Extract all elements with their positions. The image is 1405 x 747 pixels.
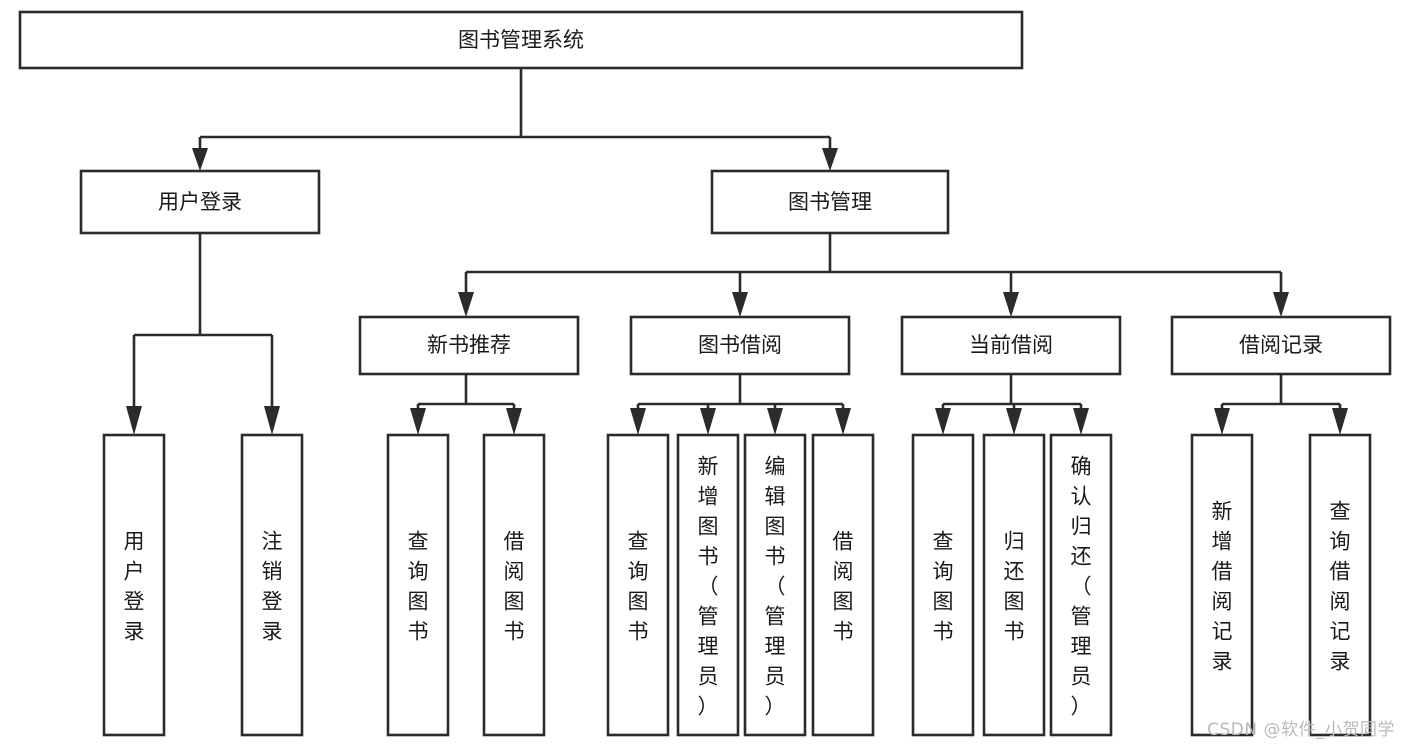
node-leaf-user-login-label: 用户登录 <box>124 529 145 643</box>
node-leaf-bb-edit-box[interactable] <box>743 433 807 737</box>
node-leaf-user-login-box[interactable] <box>102 433 166 737</box>
node-book-mgmt[interactable]: 图书管理 <box>710 169 950 235</box>
arrow-head-leaf-br-add <box>1214 408 1230 435</box>
node-leaf-cb-return[interactable]: 归还图书 <box>982 433 1046 737</box>
node-leaf-cb-confirm[interactable]: 确认归还（管理员） <box>1049 433 1113 737</box>
arrow-head-leaf-user-login <box>126 406 142 435</box>
node-book-mgmt-box[interactable] <box>710 169 950 235</box>
node-leaf-br-add-label: 新增借阅记录 <box>1212 499 1233 673</box>
arrow-head-leaf-cb-query <box>935 408 951 435</box>
arrow-head-user-login <box>192 148 208 171</box>
node-book-borrow-box[interactable] <box>629 315 851 376</box>
node-leaf-cb-query-label: 查询图书 <box>933 529 954 643</box>
node-leaf-br-add[interactable]: 新增借阅记录 <box>1190 433 1254 737</box>
node-user-login-box[interactable] <box>79 169 321 235</box>
node-borrow-record-label: 借阅记录 <box>1239 333 1323 357</box>
node-leaf-nb-borrow[interactable]: 借阅图书 <box>482 433 546 737</box>
node-leaf-br-query[interactable]: 查询借阅记录 <box>1308 433 1372 737</box>
node-leaf-nb-query-box[interactable] <box>386 433 450 737</box>
node-borrow-record-box[interactable] <box>1170 315 1392 376</box>
arrow-head-leaf-logout <box>264 406 280 435</box>
node-new-book-box[interactable] <box>358 315 580 376</box>
node-leaf-bb-query-box[interactable] <box>606 433 670 737</box>
watermark-label: CSDN @软件_小贺同学 <box>1207 720 1395 740</box>
node-current-borrow-label: 当前借阅 <box>969 333 1053 357</box>
node-leaf-bb-edit[interactable]: 编辑图书（管理员） <box>743 433 807 737</box>
node-book-mgmt-label: 图书管理 <box>788 190 872 214</box>
arrow-head-leaf-br-query <box>1332 408 1348 435</box>
node-leaf-cb-confirm-label: 确认归还（管理员） <box>1071 454 1092 718</box>
connector-layer <box>126 68 1348 435</box>
node-leaf-bb-borrow-box[interactable] <box>811 433 875 737</box>
node-new-book[interactable]: 新书推荐 <box>358 315 580 376</box>
node-leaf-bb-add-box[interactable] <box>676 433 740 737</box>
node-leaf-logout-box[interactable] <box>240 433 304 737</box>
node-root[interactable]: 图书管理系统 <box>18 10 1024 70</box>
arrow-head-leaf-nb-query <box>410 408 426 435</box>
node-current-borrow[interactable]: 当前借阅 <box>900 315 1122 376</box>
node-leaf-nb-query-label: 查询图书 <box>408 529 429 643</box>
arrow-head-leaf-cb-confirm <box>1073 408 1089 435</box>
node-leaf-br-add-box[interactable] <box>1190 433 1254 737</box>
node-current-borrow-box[interactable] <box>900 315 1122 376</box>
arrow-head-currentborrow <box>1003 292 1019 317</box>
arrow-head-leaf-bb-borrow <box>835 408 851 435</box>
node-new-book-label: 新书推荐 <box>427 333 511 357</box>
node-borrow-record[interactable]: 借阅记录 <box>1170 315 1392 376</box>
node-root-box[interactable] <box>18 10 1024 70</box>
node-layer: 图书管理系统 用户登录 图书管理 新书推荐 图书借阅 当前 <box>18 10 1392 737</box>
arrow-head-bookborrow <box>732 292 748 317</box>
node-leaf-bb-add-label: 新增图书（管理员） <box>698 454 719 718</box>
node-leaf-br-query-label: 查询借阅记录 <box>1330 499 1351 673</box>
node-leaf-cb-query[interactable]: 查询图书 <box>911 433 975 737</box>
node-user-login[interactable]: 用户登录 <box>79 169 321 235</box>
node-leaf-bb-borrow-label: 借阅图书 <box>833 529 854 643</box>
node-leaf-nb-borrow-box[interactable] <box>482 433 546 737</box>
node-leaf-cb-query-box[interactable] <box>911 433 975 737</box>
node-leaf-bb-query-label: 查询图书 <box>628 529 649 643</box>
arrow-head-newbook <box>458 292 474 317</box>
arrow-head-leaf-nb-borrow <box>506 408 522 435</box>
arrow-head-book-mgmt <box>822 148 838 171</box>
node-leaf-user-login[interactable]: 用户登录 <box>102 433 166 737</box>
arrow-head-leaf-bb-add <box>700 408 716 435</box>
node-leaf-cb-return-label: 归还图书 <box>1004 529 1025 643</box>
node-leaf-cb-return-box[interactable] <box>982 433 1046 737</box>
node-leaf-nb-query[interactable]: 查询图书 <box>386 433 450 737</box>
node-leaf-bb-query[interactable]: 查询图书 <box>606 433 670 737</box>
arrow-head-leaf-bb-edit <box>767 408 783 435</box>
node-leaf-cb-confirm-box[interactable] <box>1049 433 1113 737</box>
node-book-borrow-label: 图书借阅 <box>698 333 782 357</box>
arrow-head-leaf-bb-query <box>630 408 646 435</box>
node-leaf-bb-edit-label: 编辑图书（管理员） <box>765 454 786 718</box>
node-leaf-nb-borrow-label: 借阅图书 <box>504 529 525 643</box>
node-root-label: 图书管理系统 <box>458 28 584 52</box>
node-leaf-bb-borrow[interactable]: 借阅图书 <box>811 433 875 737</box>
node-leaf-logout-label: 注销登录 <box>262 529 283 643</box>
node-leaf-bb-add[interactable]: 新增图书（管理员） <box>676 433 740 737</box>
node-leaf-logout[interactable]: 注销登录 <box>240 433 304 737</box>
arrow-head-leaf-cb-return <box>1006 408 1022 435</box>
node-user-login-label: 用户登录 <box>158 190 242 214</box>
arrow-head-borrowrecord <box>1273 292 1289 317</box>
node-book-borrow[interactable]: 图书借阅 <box>629 315 851 376</box>
node-leaf-br-query-box[interactable] <box>1308 433 1372 737</box>
